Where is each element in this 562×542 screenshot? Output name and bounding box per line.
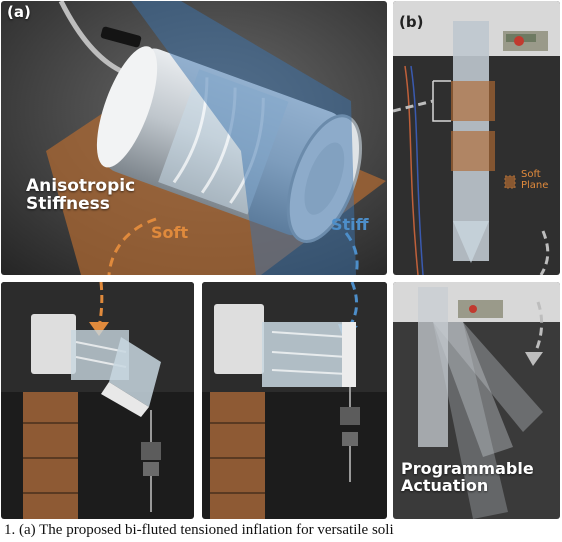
- panel-b-tag: (b): [399, 13, 424, 31]
- anisotropic-stiffness-label: Anisotropic Stiffness: [26, 177, 135, 214]
- stiff-plane-blue: [131, 1, 356, 275]
- panel-a-bottom-left: [1, 282, 194, 519]
- soft-label: Soft: [151, 223, 189, 242]
- stiff-arrow-top: [344, 232, 359, 275]
- panel-a-bottom-right-art: [202, 282, 387, 519]
- stiff-label: Stiff: [331, 215, 369, 234]
- figure: (a) Anisotropic Stiffness Soft Stiff: [1, 1, 560, 519]
- soft-plane-label: Soft Plane: [521, 169, 548, 191]
- programmable-actuation-label: Programmable Actuation: [401, 460, 534, 495]
- prog-line-2: Actuation: [401, 476, 489, 496]
- panel-b-top-art: [393, 1, 560, 275]
- bent-actuator: [109, 337, 161, 407]
- soft-plane-line-2: Plane: [521, 180, 549, 191]
- panel-a-top-art: [1, 1, 387, 275]
- panel-a-bottom-left-art: [1, 282, 194, 519]
- panel-a-tag: (a): [7, 3, 31, 21]
- prog-line-1: Programmable: [401, 459, 534, 478]
- panel-a-top: (a) Anisotropic Stiffness Soft Stiff: [1, 1, 387, 275]
- panel-b-bottom-art: [393, 282, 560, 519]
- label-line-2: Stiffness: [26, 194, 110, 215]
- panel-b-top: (b) Soft Plane: [393, 1, 560, 275]
- panel-a-bottom-right: [202, 282, 387, 519]
- panel-b-bottom: Programmable Actuation: [393, 282, 560, 519]
- figure-caption: 1. (a) The proposed bi-fluted tensioned …: [4, 522, 394, 538]
- label-line-1: Anisotropic: [26, 176, 136, 196]
- soft-plane-line-1: Soft: [521, 169, 541, 180]
